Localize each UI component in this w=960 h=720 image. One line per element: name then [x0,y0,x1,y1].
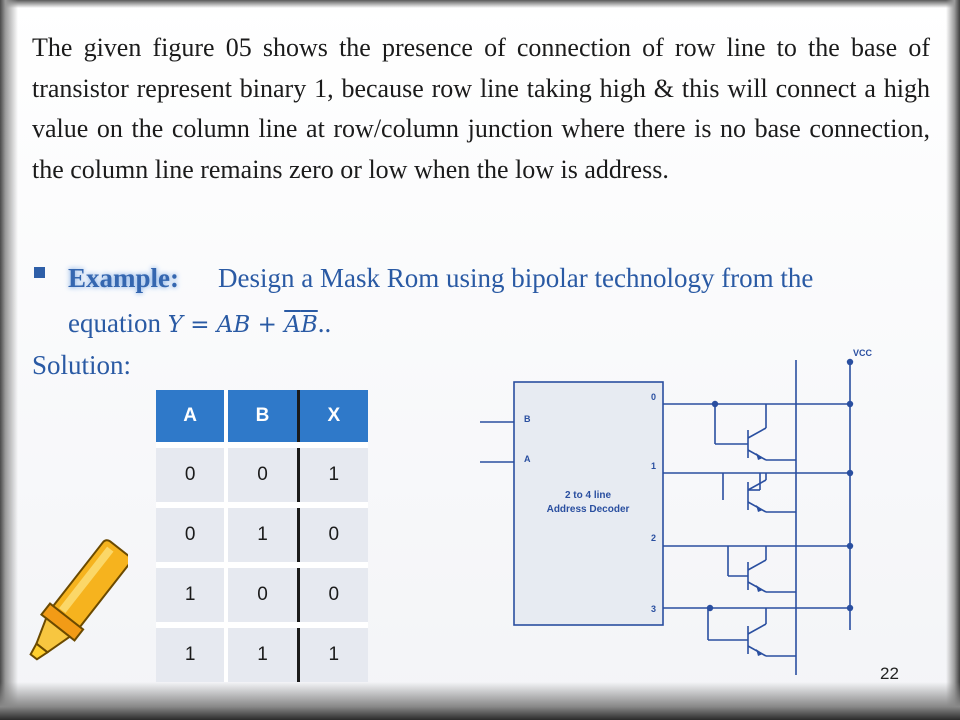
frame-shadow-right [946,0,960,720]
truth-table-cell: 0 [226,442,300,505]
input-label-b: B [524,414,531,424]
truth-table-cell: 1 [226,502,300,565]
highlighter-pen-icon [29,539,128,661]
truth-table-cell: 0 [156,502,229,565]
truth-table-row: 0 1 0 [156,502,368,565]
truth-table-cell: 1 [226,622,300,682]
example-equation: equation Y = AB + AB.. [68,301,331,348]
output-label-0: 0 [651,392,656,402]
decoder-label-line2: Address Decoder [547,504,630,515]
decoder-label-line1: 2 to 4 line [565,490,612,501]
truth-table: A B X 0 0 1 0 1 0 1 0 0 1 1 1 [156,390,368,682]
frame-shadow-top [0,0,960,8]
equation-bar-b: B [300,312,318,338]
truth-table-cell: 1 [298,442,368,505]
vcc-label: VCC [853,348,873,358]
mask-rom-circuit-diagram: VCC B A 0 1 2 3 2 to 4 line Address Deco… [480,348,873,675]
bullet-square-icon [34,267,45,278]
output-label-2: 2 [651,533,656,543]
truth-table-cell: 1 [298,622,368,682]
truth-table-header: A [156,390,229,445]
truth-table-row: 1 1 1 [156,622,368,682]
body-paragraph: The given figure 05 shows the presence o… [32,33,930,184]
equation-lhs: Y = AB + [167,312,285,338]
truth-table-cell: 0 [298,502,368,565]
truth-table-cell: 0 [156,442,229,505]
truth-table-row: 1 0 0 [156,562,368,625]
truth-table-header: X [298,390,368,445]
truth-table-header: B [226,390,300,445]
truth-table-cell: 1 [156,622,229,682]
equation-prefix: equation [68,308,168,338]
truth-table-cell: 0 [298,562,368,625]
address-decoder-box [513,381,664,626]
solution-label: Solution: [32,350,132,380]
equation-suffix: .. [317,308,332,338]
example-label: Example: [68,263,179,293]
page-number: 22 [880,664,899,683]
example-text: Design a Mask Rom using bipolar technolo… [218,263,814,293]
equation-bar-a: A [284,312,301,338]
truth-table-row: 0 0 1 [156,442,368,505]
input-label-a: A [524,454,531,464]
truth-table-cell: 1 [156,562,229,625]
frame-shadow-left [0,0,18,720]
frame-shadow-bottom [0,682,960,720]
output-label-1: 1 [651,461,656,471]
truth-table-header-row: A B X [156,390,368,445]
truth-table-cell: 0 [226,562,300,625]
output-label-3: 3 [651,604,656,614]
